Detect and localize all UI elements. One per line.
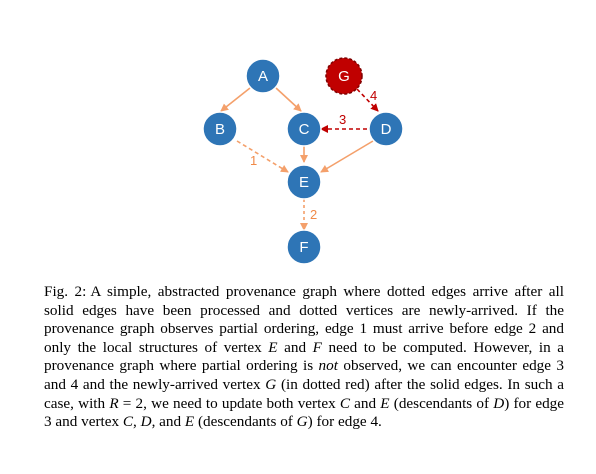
node-e-label: E bbox=[299, 174, 309, 191]
edge-a-b bbox=[220, 87, 251, 112]
node-d: D bbox=[368, 111, 404, 147]
edge-1 bbox=[236, 140, 289, 173]
figure-label: Fig. 2: bbox=[44, 283, 87, 300]
emphasis-not: not bbox=[318, 357, 338, 375]
edge-label-4: 4 bbox=[370, 88, 377, 103]
edge-4 bbox=[356, 88, 379, 112]
figure-caption: Fig. 2:A simple, abstracted provenance g… bbox=[44, 283, 565, 431]
node-d-label: D bbox=[381, 121, 392, 138]
edge-d-e bbox=[320, 140, 374, 173]
node-g: G bbox=[325, 57, 363, 95]
edge-a-c bbox=[275, 87, 302, 112]
provenance-graph: 1 2 3 4 A B C D E F G bbox=[202, 57, 404, 265]
node-b: B bbox=[202, 111, 238, 147]
edge-label-3: 3 bbox=[339, 112, 346, 127]
node-g-label: G bbox=[338, 68, 350, 85]
node-b-label: B bbox=[215, 121, 225, 138]
node-c: C bbox=[286, 111, 322, 147]
node-f-label: F bbox=[299, 239, 308, 256]
node-c-label: C bbox=[299, 121, 310, 138]
node-a-label: A bbox=[258, 68, 268, 85]
node-e: E bbox=[286, 164, 322, 200]
edge-label-2: 2 bbox=[310, 207, 317, 222]
node-a: A bbox=[245, 58, 281, 94]
edge-label-1: 1 bbox=[250, 153, 257, 168]
node-f: F bbox=[286, 229, 322, 265]
